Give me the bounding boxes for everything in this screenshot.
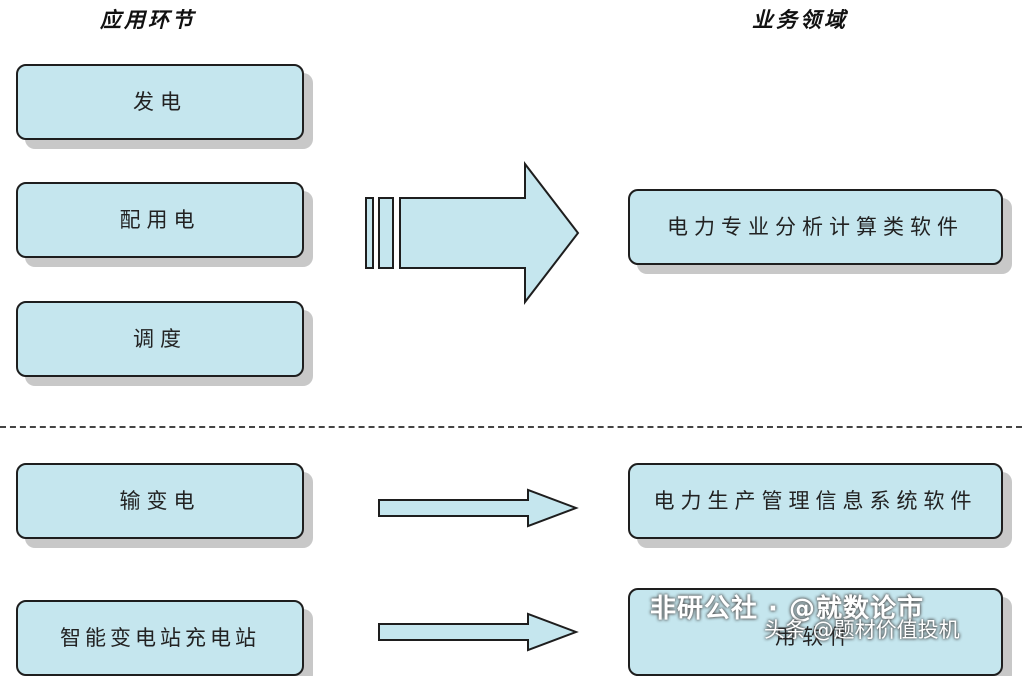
domain-box-production-mis-software: 电力生产管理信息系统软件 [628,463,1003,539]
stage-box-dispatch: 调度 [16,301,304,377]
stage-box-distribution: 配用电 [16,182,304,258]
stage-box-transmission: 输变电 [16,463,304,539]
section-divider [0,426,1022,428]
left-column-heading: 应用环节 [100,8,196,32]
big-arrow-icon [365,161,580,305]
right-column-heading: 业务领域 [752,8,848,32]
overlay-watermark: 非研公社 · @就数论市 [650,594,924,624]
arrow-right-icon [378,612,579,652]
arrow-right-icon [378,488,579,528]
source-watermark: 头条 @题材价值投机 [764,618,960,642]
domain-box-analysis-software: 电力专业分析计算类软件 [628,189,1003,265]
stage-box-smart-substation: 智能变电站充电站 [16,600,304,676]
stage-box-generation: 发电 [16,64,304,140]
